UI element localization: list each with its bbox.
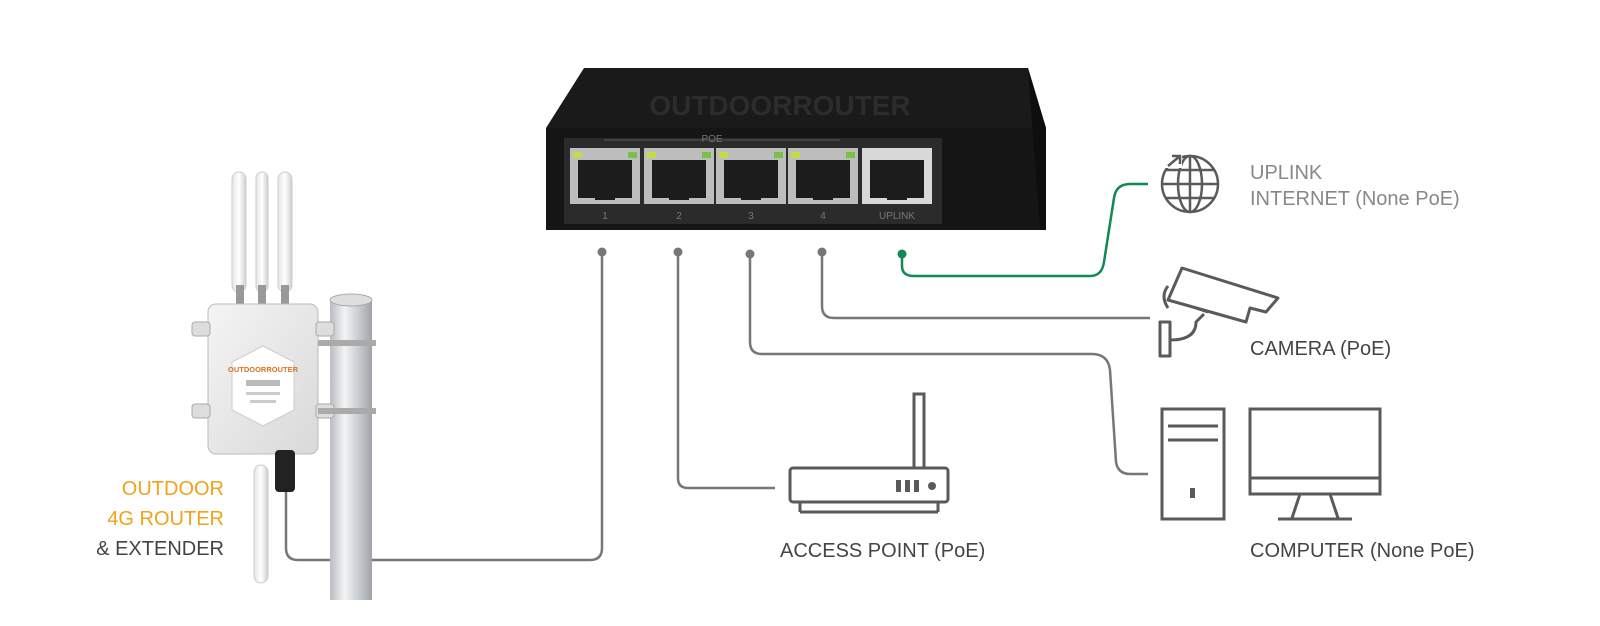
- mounting-pole: [330, 300, 372, 600]
- switch-port-label: 2: [676, 211, 682, 222]
- port-led: [702, 152, 711, 158]
- computer-tower-icon: [1160, 407, 1226, 521]
- mounting-pole-top: [329, 293, 373, 307]
- switch-port-4: 4: [788, 148, 858, 222]
- antenna-middle: [255, 171, 269, 293]
- cables: [284, 182, 1150, 562]
- cable-dot-uplink: [897, 249, 907, 259]
- uplink-label-line1: UPLINK: [1250, 162, 1323, 184]
- port-led: [719, 152, 728, 158]
- router-label-line2: 4G ROUTER: [107, 508, 224, 530]
- cable-dot-port4: [817, 247, 827, 257]
- switch-brand: OUTDOORROUTER: [649, 90, 910, 121]
- switch-port-1: 1: [570, 148, 640, 222]
- port-led: [628, 152, 637, 158]
- switch-ports: 1 2 3 4 UPLINK: [570, 148, 932, 222]
- port-led: [774, 152, 783, 158]
- switch-port-3: 3: [716, 148, 786, 222]
- antenna-bottom: [253, 464, 269, 584]
- cable-port4-to-camera: [820, 252, 1150, 320]
- switch-top: [546, 68, 1046, 128]
- cable-dot-port2: [673, 247, 683, 257]
- port-led: [647, 152, 656, 158]
- router-label-line1: OUTDOOR: [121, 478, 224, 500]
- switch-shadow: [1028, 68, 1046, 230]
- switch-port-5: UPLINK: [862, 148, 932, 222]
- switch-port-label: 4: [820, 211, 826, 222]
- computer-label: COMPUTER (None PoE): [1250, 540, 1475, 562]
- antenna-left: [231, 171, 247, 293]
- cable-port3-to-computer: [748, 254, 1148, 476]
- camera-label: CAMERA (PoE): [1250, 338, 1392, 360]
- uplink-label-line2: INTERNET (None PoE): [1250, 188, 1460, 210]
- access-point-icon: [788, 392, 950, 514]
- cable-port2-to-access-point: [676, 252, 775, 490]
- switch-port-label: 3: [748, 211, 754, 222]
- cable-dot-port3: [745, 249, 755, 259]
- access-point-label: ACCESS POINT (PoE): [780, 540, 986, 562]
- router-badge-text: OUTDOORROUTER: [228, 365, 299, 374]
- switch-port-label: UPLINK: [879, 211, 915, 222]
- camera-icon: [1158, 266, 1280, 358]
- globe-icon: [1160, 152, 1220, 214]
- ethernet-connector: [275, 450, 295, 492]
- router-label-line3: & EXTENDER: [96, 538, 224, 560]
- antenna-right: [277, 171, 293, 293]
- port-led: [573, 152, 582, 158]
- monitor-icon: [1248, 407, 1382, 521]
- cable-port1-to-router: [284, 252, 604, 562]
- outdoor-router-device: OUTDOORROUTER: [191, 171, 376, 600]
- switch-port-2: 2: [644, 148, 714, 222]
- switch-port-label: 1: [602, 211, 608, 222]
- cable-dot-port1: [597, 247, 607, 257]
- port-led: [846, 152, 855, 158]
- port-led: [791, 152, 800, 158]
- cable-uplink-to-internet: [900, 182, 1148, 278]
